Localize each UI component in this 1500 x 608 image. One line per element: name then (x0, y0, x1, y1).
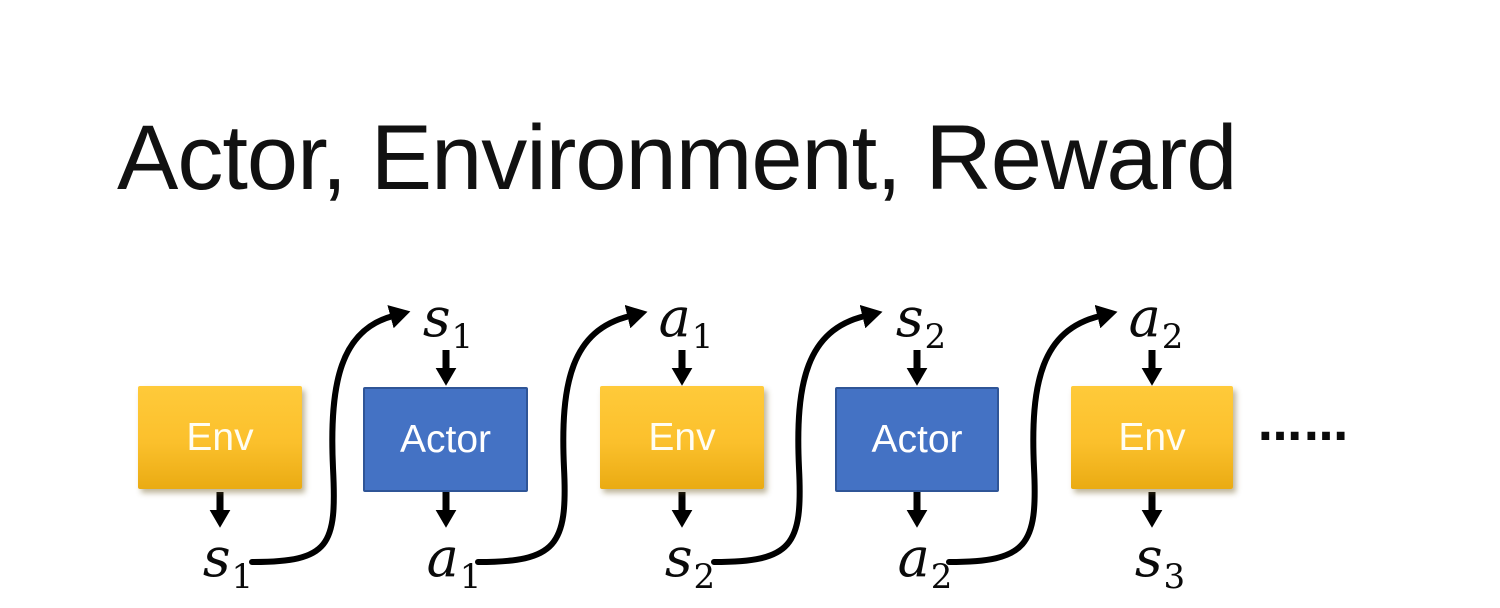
env-box-2-label: Env (648, 415, 716, 459)
feed-curve-s1-icon (249, 305, 411, 565)
env-box-1-label: Env (186, 415, 254, 459)
env-box-2: Env (600, 386, 764, 489)
env-box-3: Env (1071, 386, 1233, 489)
bottom-label-s3: s3 (1134, 526, 1186, 598)
top-label-a1: a1 (658, 286, 714, 358)
bottom-label-a1: a1 (426, 526, 482, 598)
feed-curve-a2-icon (946, 304, 1118, 565)
continuation-ellipsis: …… (1258, 400, 1350, 451)
top-label-a2: a2 (1128, 286, 1184, 358)
actor-box-2-label: Actor (871, 417, 963, 461)
bottom-label-s1: s1 (202, 526, 254, 598)
top-label-s2: s2 (895, 286, 947, 358)
actor-box-2: Actor (835, 387, 999, 492)
actor-box-1: Actor (363, 387, 528, 492)
env-box-1: Env (138, 386, 302, 489)
env-box-3-label: Env (1118, 415, 1186, 459)
feed-curve-a1-icon (475, 304, 648, 565)
bottom-label-a2: a2 (897, 526, 953, 598)
page-title: Actor, Environment, Reward (117, 107, 1237, 209)
bottom-label-s2: s2 (664, 526, 716, 598)
top-label-s1: s1 (422, 286, 474, 358)
actor-box-1-label: Actor (399, 417, 492, 461)
feed-curve-s2-icon (711, 304, 883, 565)
